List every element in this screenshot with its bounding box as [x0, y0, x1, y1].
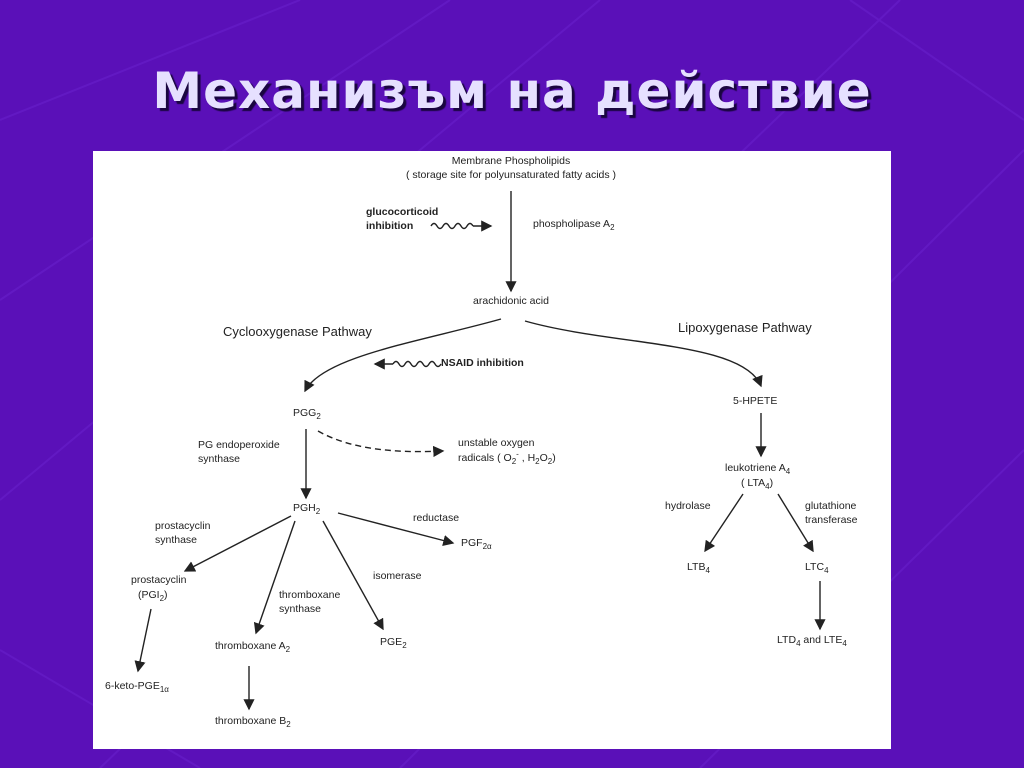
enzyme-reductase: reductase [413, 512, 460, 524]
node-5-hpete: 5-HPETE [733, 395, 778, 407]
arrow-pgh-to-pgf [337, 512, 455, 546]
arrow-pgh-to-pge [322, 520, 384, 631]
diagram-panel: Membrane Phospholipids ( storage site fo… [93, 151, 891, 749]
arrow-pgh-to-prostacyclin [183, 515, 292, 572]
node-membrane: Membrane Phospholipids [451, 155, 571, 167]
pathway-arrows [134, 191, 826, 711]
node-pgh2: PGH2 [293, 502, 321, 516]
label-nsaid-inhibition: NSAID inhibition [441, 357, 524, 369]
enzyme-hydrolase: hydrolase [665, 500, 711, 512]
enzyme-synthase: synthase [198, 453, 241, 465]
enzyme-isomerase: isomerase [373, 570, 422, 582]
node-ltc4: LTC4 [805, 561, 829, 575]
enzyme-phospholipase: phospholipase A2 [533, 218, 615, 232]
arrow-lta-to-ltc [777, 493, 814, 553]
enzyme-thromboxane-synthase-1: thromboxane [279, 589, 341, 601]
arrow-prostacyclin-to-keto [134, 608, 152, 673]
enzyme-transferase: transferase [805, 514, 858, 526]
label-lipoxygenase-pathway: Lipoxygenase Pathway [678, 320, 812, 335]
enzyme-prostacyclin-synthase-2: synthase [155, 534, 198, 546]
node-ltb4: LTB4 [687, 561, 710, 575]
node-unstable-oxygen: unstable oxygen [458, 437, 535, 449]
enzyme-prostacyclin-synthase-1: prostacyclin [155, 520, 211, 532]
node-pgg2: PGG2 [293, 407, 321, 421]
wavy-nsaid [392, 360, 442, 368]
node-ltd4-lte4: LTD4 and LTE4 [777, 634, 847, 648]
arrow-aa-to-lox [524, 320, 763, 388]
node-prostacyclin: prostacyclin [131, 574, 187, 586]
node-thromboxane-b2: thromboxane B2 [215, 715, 291, 729]
node-radicals: radicals ( O2- , H2O2) [458, 449, 556, 466]
arrow-lta-to-ltb [704, 493, 744, 553]
label-cyclooxygenase-pathway: Cyclooxygenase Pathway [223, 324, 372, 339]
label-glucocorticoid: glucocorticoid [366, 206, 439, 218]
node-leukotriene-a4: leukotriene A4 [725, 462, 791, 476]
enzyme-glutathione: glutathione [805, 500, 857, 512]
label-inhibition: inhibition [366, 220, 414, 232]
node-pge2: PGE2 [380, 636, 407, 650]
node-arachidonic-acid: arachidonic acid [473, 295, 549, 307]
arrow-aa-to-cox [304, 318, 502, 393]
node-6-keto-pge1a: 6-keto-PGE1α [105, 680, 169, 694]
arrow-pgg-to-radicals [317, 430, 445, 458]
arrow-pgh-to-thromboxane [253, 520, 296, 635]
node-pgi2: (PGI2) [138, 589, 168, 603]
wavy-glucocorticoid [430, 222, 474, 230]
node-pgf2a: PGF2α [461, 537, 492, 551]
node-storage-note: ( storage site for polyunsaturated fatty… [405, 169, 617, 181]
slide-title: Механизъм на действие [152, 62, 872, 120]
enzyme-thromboxane-synthase-2: synthase [279, 603, 322, 615]
enzyme-pg-endoperoxide: PG endoperoxide [198, 439, 280, 451]
node-lta4: ( LTA4) [741, 477, 774, 491]
node-thromboxane-a2: thromboxane A2 [215, 640, 291, 654]
